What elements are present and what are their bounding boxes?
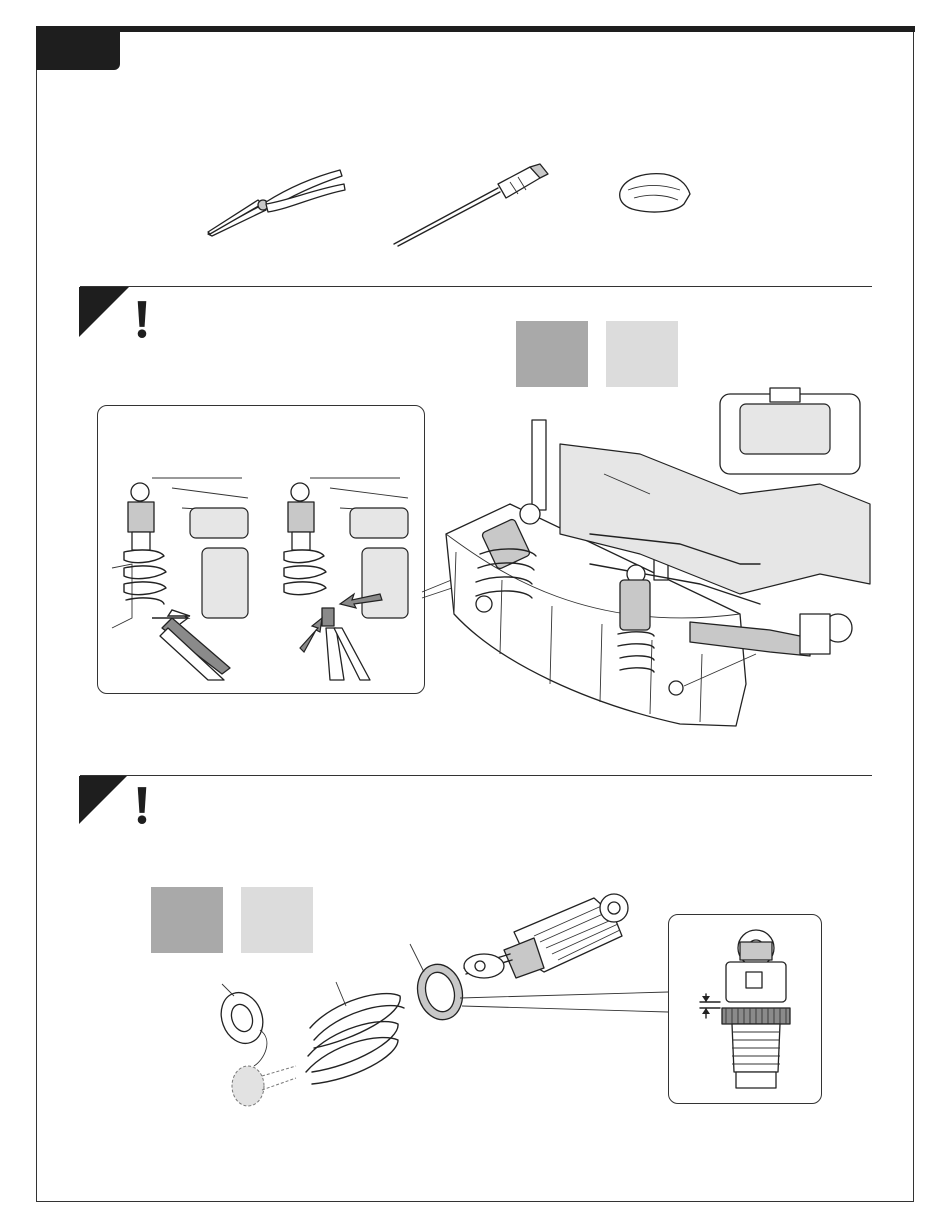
shock-removal-step-a (112, 468, 248, 680)
grease-swatch-dark-2 (151, 887, 223, 953)
shock-removal-step-b (270, 468, 408, 680)
section-2-marker (79, 776, 127, 824)
shock-exploded-view (214, 890, 674, 1140)
caution-icon-2 (136, 784, 148, 828)
grease-swatch-dark (516, 321, 588, 387)
needle-nose-pliers-icon (200, 160, 350, 240)
section-1-marker (79, 287, 129, 337)
grease-swatch-light (606, 321, 678, 387)
step-tab (36, 28, 120, 70)
section-1-rule (80, 286, 872, 287)
chassis-front-illustration (440, 384, 870, 730)
screwdriver-icon (390, 162, 550, 248)
collar-gap-detail (680, 922, 810, 1092)
header-bar (36, 26, 915, 32)
section-2-rule (80, 775, 872, 776)
shop-cloth-icon (614, 168, 694, 218)
caution-icon (136, 298, 148, 342)
